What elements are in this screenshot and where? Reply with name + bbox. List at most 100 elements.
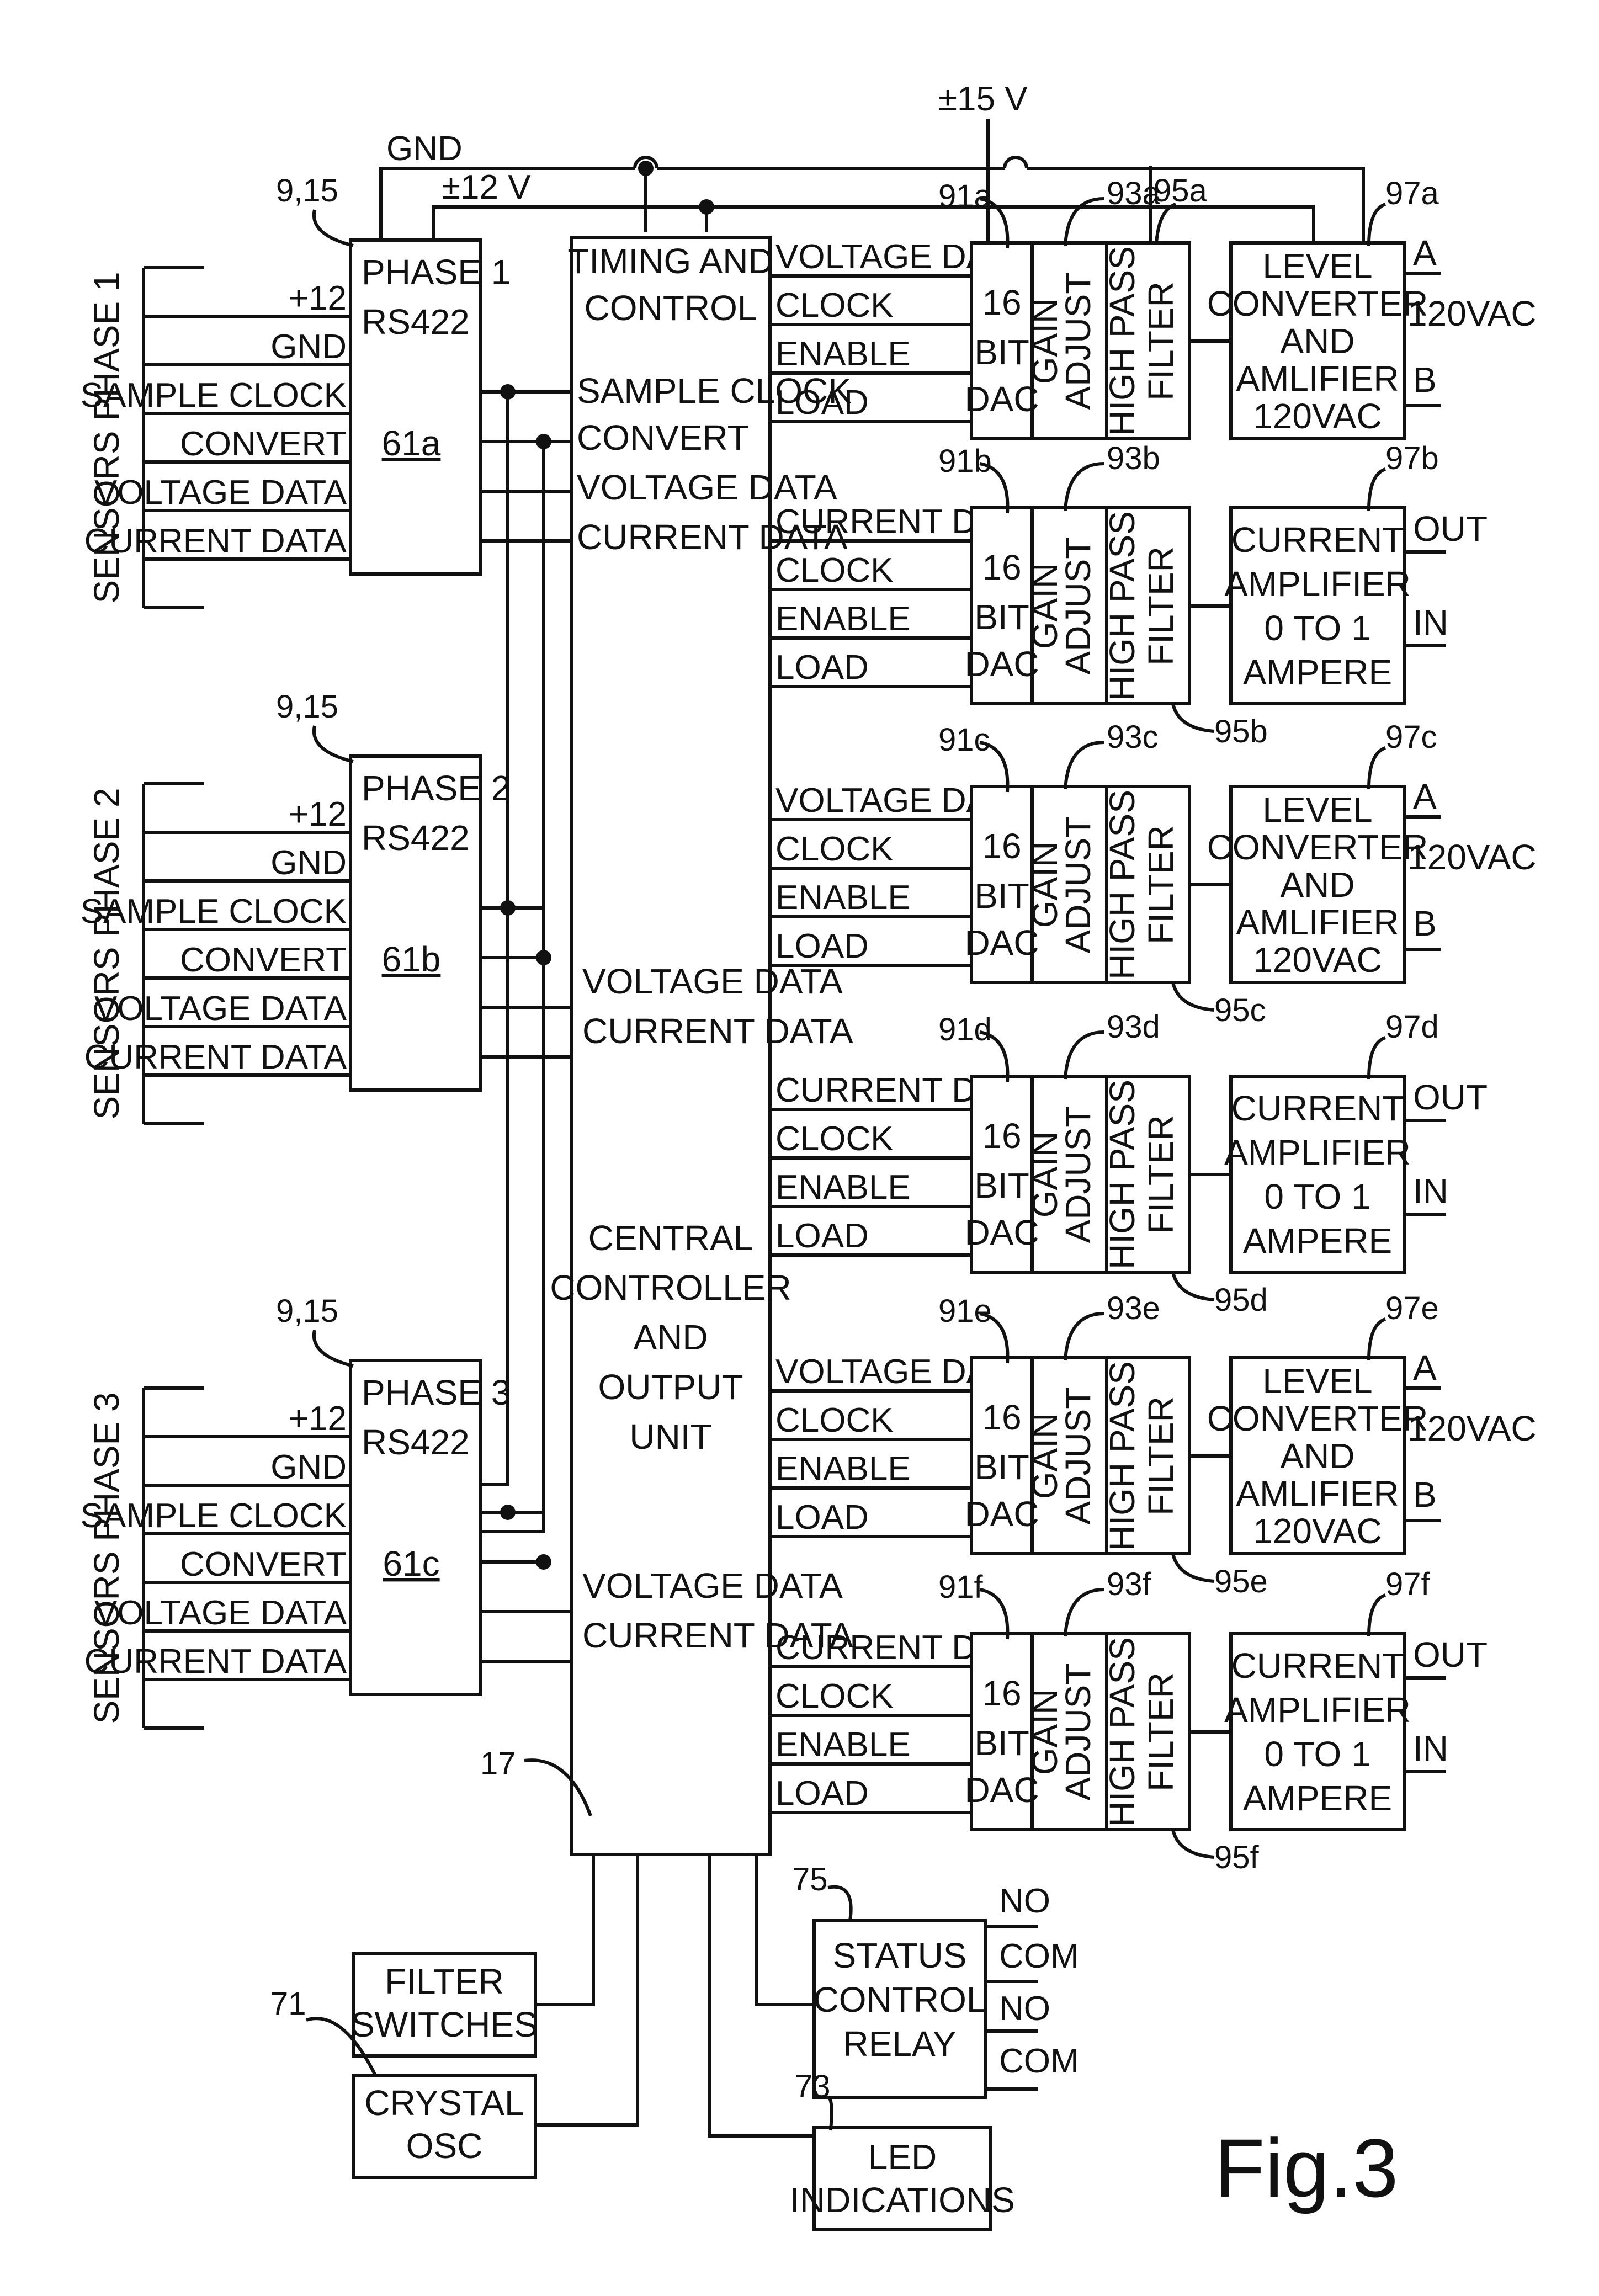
terminal-label: OUT: [1413, 509, 1488, 549]
terminal-label: A: [1413, 1348, 1437, 1388]
sensor-input-label: VOLTAGE DATA: [94, 1594, 347, 1632]
output-stage-label: CURRENT: [1231, 1646, 1404, 1686]
output-stage-label: CURRENT: [1231, 520, 1404, 560]
dac-label: 16: [982, 1673, 1021, 1713]
group-ref: 9,15: [276, 689, 338, 725]
status-relay-label-3: RELAY: [843, 2024, 956, 2064]
output-ref: 97c: [1385, 719, 1437, 755]
output-stage-label: 0 TO 1: [1264, 1177, 1370, 1216]
terminal-label: IN: [1413, 603, 1448, 642]
dac-ref: 91e: [938, 1293, 992, 1329]
filter-ref-leader: [1173, 1830, 1214, 1857]
dac-ref: 91a: [938, 178, 992, 214]
gain-label: ADJUST: [1058, 1106, 1098, 1243]
gain-ref-leader: [1065, 1314, 1104, 1360]
dac-label: 16: [982, 1397, 1021, 1437]
channel-signal-label: LOAD: [775, 1774, 869, 1813]
gain-ref: 93c: [1107, 719, 1159, 755]
output-ref: 97b: [1385, 440, 1439, 476]
dac-ref: 91b: [938, 443, 992, 479]
sensor-group-title: SENSORS PHASE 1: [87, 272, 126, 603]
crystal-osc-label-1: CRYSTAL: [364, 2083, 524, 2123]
dac-label: BIT: [974, 1723, 1029, 1763]
output-channel-2: CURRENT DATACLOCKENABLELOAD16BITDACGAINA…: [770, 440, 1488, 750]
channel-signal-label: CLOCK: [775, 1401, 894, 1439]
output-channel-4: CURRENT DATACLOCKENABLELOAD16BITDACGAINA…: [770, 1009, 1488, 1318]
channel-signal-label: ENABLE: [775, 600, 911, 638]
filter-label: HIGH PASS: [1102, 1080, 1142, 1269]
gain-label: ADJUST: [1058, 1663, 1098, 1801]
unit-ref: 61c: [383, 1544, 439, 1583]
output-ref-leader: [1369, 1038, 1385, 1079]
gain-label: ADJUST: [1058, 1388, 1098, 1525]
controller-port-voltage-data-2: VOLTAGE DATA: [582, 961, 843, 1001]
sensor-input-label: VOLTAGE DATA: [94, 990, 347, 1028]
output-stage-label: AMLIFIER: [1236, 902, 1399, 942]
output-stage-label: AMPERE: [1243, 652, 1392, 692]
gain-ref: 93f: [1107, 1566, 1152, 1602]
filter-ref: 95f: [1214, 1840, 1260, 1875]
filter-ref: 95c: [1214, 992, 1266, 1028]
output-channel-3: VOLTAGE DATACLOCKENABLELOAD16BITDACGAINA…: [770, 719, 1537, 1028]
group-ref-leader: [314, 1330, 353, 1366]
phase-label: PHASE 2: [362, 768, 511, 808]
unit-ref: 61b: [382, 939, 441, 979]
output-stage-label: AND: [1280, 321, 1354, 361]
controller-ref: 17: [480, 1746, 516, 1782]
filter-switches-label-2: SWITCHES: [351, 2005, 538, 2044]
relay-contact-no-2: NO: [999, 1990, 1050, 2028]
output-channels: VOLTAGE DATACLOCKENABLELOAD16BITDACGAINA…: [770, 173, 1537, 1875]
sensor-input-label: CONVERT: [180, 425, 347, 463]
channel-signal-label: LOAD: [775, 927, 869, 965]
peripherals: FILTER SWITCHES CRYSTAL OSC 71 STATUS CO…: [270, 1854, 1079, 2230]
dac-label: BIT: [974, 1166, 1029, 1205]
output-stage-label: LEVEL: [1262, 1361, 1372, 1401]
dac-label: 16: [982, 826, 1021, 866]
crystal-osc-label-2: OSC: [406, 2126, 483, 2166]
filter-ref: 95b: [1214, 714, 1268, 750]
terminal-label: IN: [1413, 1729, 1448, 1768]
controller-port-voltage-data-1: VOLTAGE DATA: [577, 467, 837, 507]
output-stage-label: AND: [1280, 865, 1354, 905]
terminal-label: OUT: [1413, 1635, 1488, 1675]
sensor-input-label: +12: [289, 279, 347, 317]
controller-title-3: AND: [633, 1317, 708, 1357]
channel-signal-label: CLOCK: [775, 286, 894, 325]
controller-port-convert: CONVERT: [577, 418, 749, 458]
dac-label: 16: [982, 283, 1021, 322]
phase-label: PHASE 3: [362, 1373, 511, 1412]
output-ref-leader: [1369, 1595, 1385, 1636]
controller-port-current-data-2: CURRENT DATA: [582, 1011, 853, 1051]
dac-label: DAC: [964, 644, 1039, 684]
gnd-label: GND: [386, 130, 463, 168]
output-stage-label: 0 TO 1: [1264, 608, 1370, 648]
output-stage-label: 120VAC: [1253, 396, 1382, 436]
controller-title-4: OUTPUT: [598, 1367, 743, 1407]
filter-ref-leader: [1173, 704, 1214, 731]
group-ref: 9,15: [276, 173, 338, 209]
sensor-input-label: CONVERT: [180, 1545, 347, 1583]
filter-label: HIGH PASS: [1102, 1637, 1142, 1827]
sensor-input-label: GND: [270, 328, 347, 366]
led-label-2: INDICATIONS: [790, 2180, 1015, 2220]
output-stage-label: AMPLIFIER: [1224, 1690, 1411, 1730]
output-channel-6: CURRENT DATACLOCKENABLELOAD16BITDACGAINA…: [770, 1566, 1488, 1875]
terminal-label: A: [1413, 233, 1437, 273]
sensor-input-label: +12: [289, 1400, 347, 1438]
gain-ref-leader: [1065, 1590, 1104, 1636]
dac-label: 16: [982, 548, 1021, 587]
dac-label: DAC: [964, 1213, 1039, 1252]
output-stage-label: AMPLIFIER: [1224, 1133, 1411, 1172]
terminal-label: 120VAC: [1407, 294, 1537, 333]
gain-ref: 93a: [1107, 176, 1161, 211]
rs422-label: RS422: [362, 302, 470, 342]
channel-signal-label: ENABLE: [775, 1168, 911, 1207]
channel-signal-label: ENABLE: [775, 335, 911, 373]
output-ref: 97e: [1385, 1290, 1439, 1326]
dac-label: BIT: [974, 597, 1029, 637]
phase-label: PHASE 1: [362, 252, 511, 292]
filter-ref-leader: [1173, 1272, 1214, 1300]
channel-signal-label: LOAD: [775, 384, 869, 422]
output-stage-label: 120VAC: [1253, 1511, 1382, 1551]
channel-signal-label: CLOCK: [775, 1677, 894, 1715]
